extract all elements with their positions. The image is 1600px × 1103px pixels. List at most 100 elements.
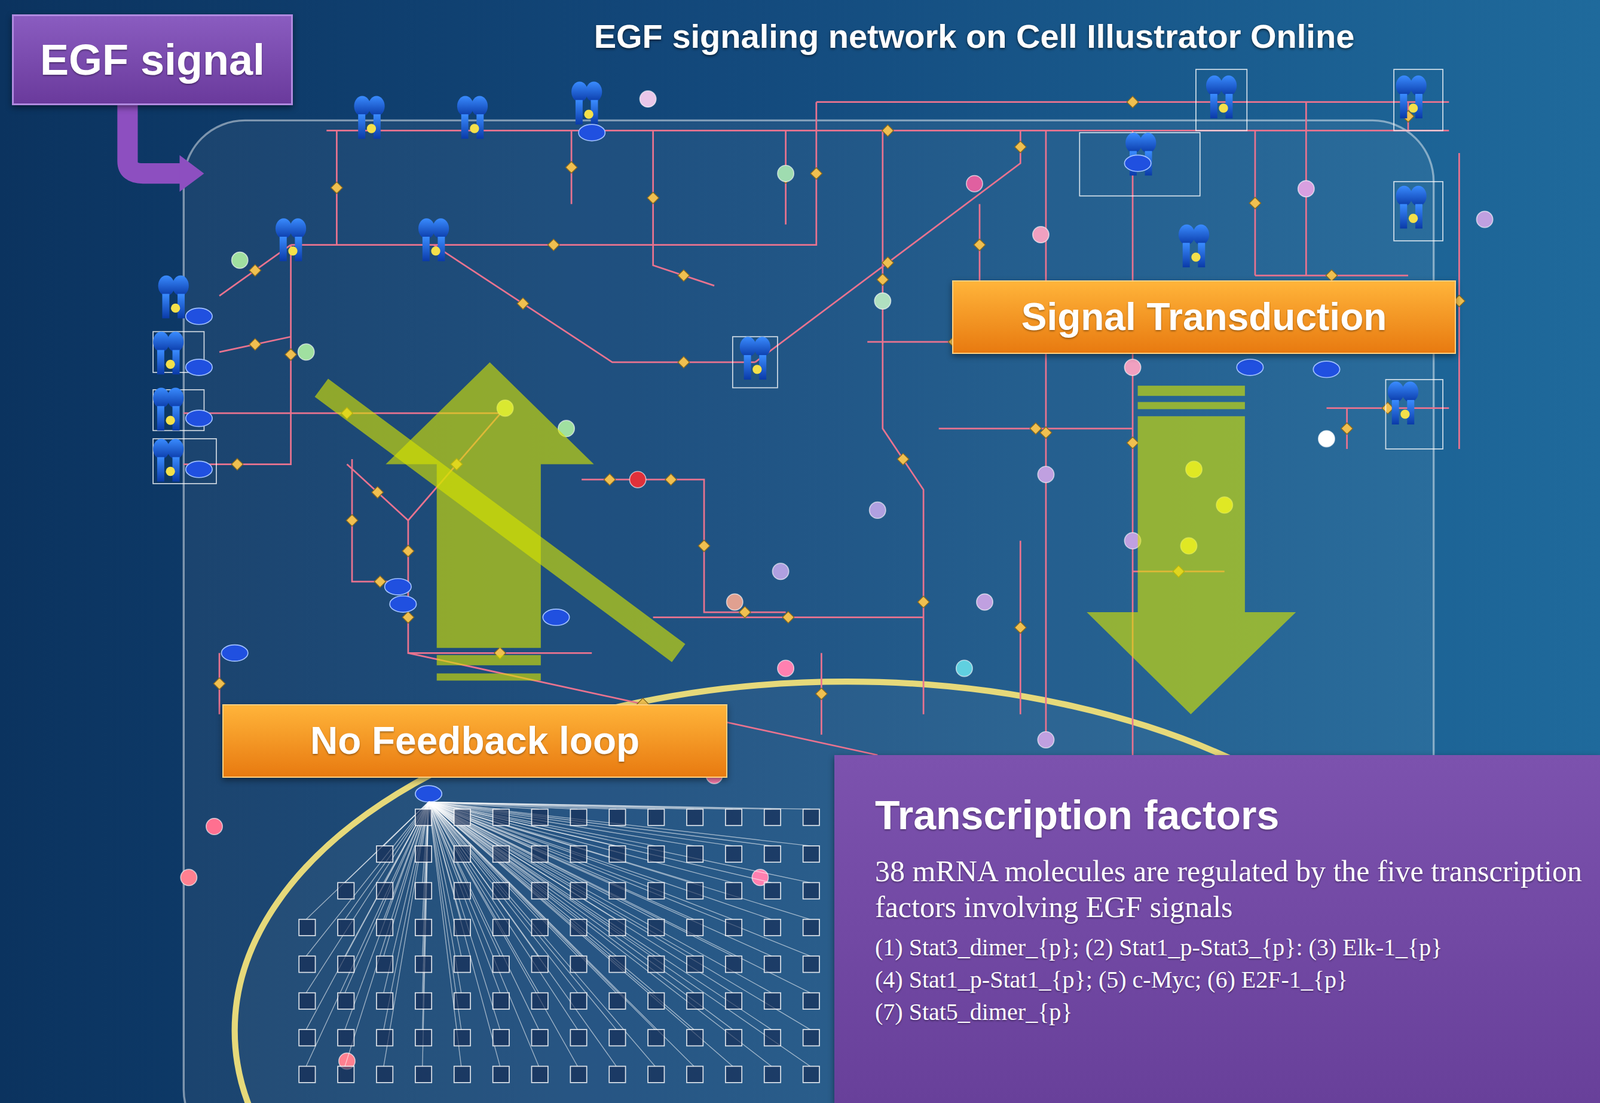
phospho-mark [165,415,175,425]
protein-icon [185,307,213,324]
regulation-wire [428,802,811,883]
mrna-box [803,1029,820,1046]
mrna-box [415,1066,432,1083]
mrna-box [415,882,432,899]
protein-icon [185,359,213,376]
mrna-box [725,845,742,862]
transition-mark [810,167,822,179]
molecule-icon [956,659,973,676]
mrna-box [337,882,354,899]
regulation-wire [428,802,772,1067]
regulation-wire [428,802,811,810]
regulation-wire [428,802,578,1067]
mrna-box [454,955,471,972]
mrna-box [531,992,548,1009]
receptor-head [289,218,307,239]
regulation-wire [428,802,694,846]
mrna-box [337,992,354,1009]
mrna-box [803,919,820,936]
molecule-icon [629,471,646,488]
regulation-wire [428,802,772,957]
receptor-head [167,387,184,409]
mrna-box [454,919,471,936]
mrna-box [493,845,510,862]
transition-mark [231,458,243,470]
mrna-box [647,845,665,862]
molecule-icon [726,593,743,610]
receptor-icon [153,387,184,431]
receptor-head [153,331,170,353]
transition-mark [782,611,794,623]
complex-frame [1385,379,1443,449]
receptor-head [153,438,170,460]
mrna-box [803,808,820,825]
node-text: (1) Stat3_dimer_{p}; (2) Stat1_p-Stat3_{… [875,932,1443,962]
molecule-icon [874,292,891,310]
arrow-stripe [436,655,541,666]
mrna-box [609,955,626,972]
molecule-icon [180,869,197,886]
mrna-box [415,845,432,862]
transition-mark [516,297,529,310]
mrna-box [493,992,510,1009]
mrna-box [686,808,703,825]
pathway-wire [653,130,715,286]
transition-mark [882,124,894,137]
receptor-head [353,95,370,116]
protein-icon [1313,361,1340,378]
molecule-icon [298,343,315,360]
complex-frame [1393,181,1443,241]
receptor-icon [1178,224,1210,268]
regulation-wire [428,802,617,1030]
mrna-box [803,955,820,972]
molecule-icon [206,818,223,835]
complex-frame [1195,69,1247,131]
mrna-box [570,845,587,862]
mrna-box [570,955,587,972]
protein-icon [578,124,605,141]
protein-icon [185,410,213,427]
stage-label-box: Signal Transduction [952,280,1456,354]
mrna-box [686,1066,703,1083]
molecule-icon [1032,226,1049,243]
pathway-wire [183,245,291,465]
mrna-box [725,808,742,825]
complex-frame [153,438,217,484]
regulation-wire [428,802,772,846]
mrna-box [376,955,393,972]
receptor-head [457,95,474,116]
transition-mark [213,677,225,690]
mrna-box [376,1066,393,1083]
mrna-box [647,1029,665,1046]
receptor-head [1402,381,1419,402]
node-heading: EGF signal [40,34,265,86]
regulation-wire [428,802,772,993]
receptor-leg [157,405,165,431]
receptor-leg [279,236,287,262]
mrna-box [531,1029,548,1046]
mrna-box [493,808,510,825]
node-text: (4) Stat1_p-Stat1_{p}; (5) c-Myc; (6) E2… [875,965,1348,994]
mrna-box [298,992,315,1009]
regulation-wire [428,802,811,920]
mrna-box [531,808,548,825]
mrna-box [454,1066,471,1083]
mrna-box [415,919,432,936]
mrna-box [764,919,781,936]
regulation-wire [428,802,617,1067]
mrna-box [647,1066,665,1083]
receptor-leg [1182,242,1190,268]
receptor-leg [1399,93,1407,119]
mrna-box [493,1029,510,1046]
receptor-head [1396,75,1413,96]
protein-icon [415,785,442,802]
mrna-box [454,992,471,1009]
molecule-icon [869,502,886,519]
regulation-wire [428,802,772,883]
receptor-head [1206,75,1223,96]
slash-bar [321,387,679,654]
mrna-box [686,955,703,972]
receptor-head [275,218,292,239]
arrow-stripe [1137,385,1245,396]
mrna-box [298,1066,315,1083]
